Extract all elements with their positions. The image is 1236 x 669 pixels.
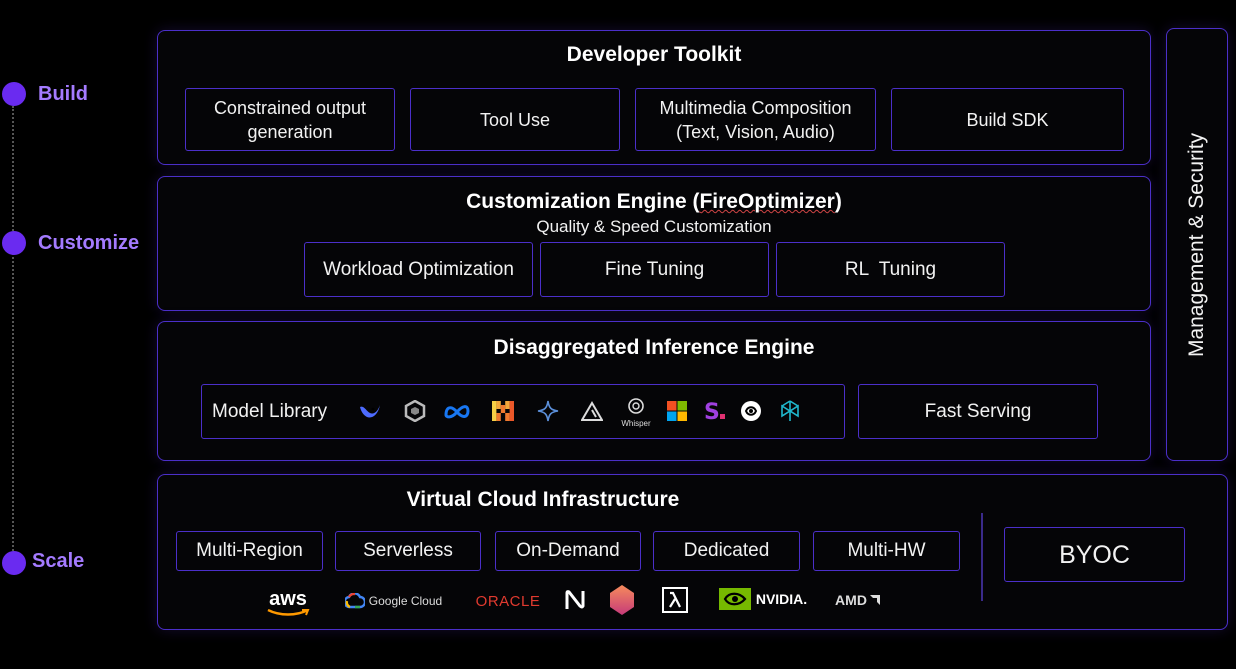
customization-title-suffix: ) [834,190,842,213]
fine-tuning-box: Fine Tuning [540,242,769,297]
svg-text:S: S [704,400,720,422]
fast-serving-box: Fast Serving [858,384,1098,439]
scale-stage-dot [2,551,26,575]
qwen-icon [402,398,428,424]
virtual-cloud-title: Virtual Cloud Infrastructure [406,488,680,511]
perplexity-icon [777,398,803,424]
virtual-cloud-panel: Virtual Cloud Infrastructure Multi-Regio… [157,474,1228,630]
triangle-model-icon [579,398,605,424]
workload-optimization-box: Workload Optimization [304,242,533,297]
n-brand-logo-icon [561,587,589,613]
microsoft-icon [664,398,690,424]
byoc-divider [981,513,983,601]
developer-toolkit-title: Developer Toolkit [566,43,742,66]
customization-engine-subtitle: Quality & Speed Customization [536,217,772,236]
mistral-icon [490,398,516,424]
aws-logo-icon: aws [258,585,318,621]
nomic-icon [738,398,764,424]
model-library-box: Model Library Whisper S [201,384,845,439]
build-stage-label: Build [38,83,88,105]
dedicated-box: Dedicated [653,531,800,571]
whisper-label: Whisper [621,419,651,428]
customization-engine-title: Customization Engine (FireOptimizer) [158,190,1150,214]
aws-logo-text: aws [269,588,307,610]
multimedia-composition-box: Multimedia Composition (Text, Vision, Au… [635,88,876,151]
customize-stage-dot [2,231,26,255]
customization-title-prefix: Customization Engine ( [466,190,700,213]
build-stage-dot [2,82,26,106]
tool-use-box: Tool Use [410,88,620,151]
inference-engine-title: Disaggregated Inference Engine [493,336,815,359]
scale-stage-label: Scale [32,550,85,572]
gemma-icon [535,398,561,424]
customization-engine-panel: Customization Engine (FireOptimizer) Qua… [157,176,1151,311]
on-demand-box: On-Demand [495,531,641,571]
inference-engine-panel: Disaggregated Inference Engine Model Lib… [157,321,1151,461]
amd-logo-icon: AMD [830,587,886,613]
customize-stage-label: Customize [38,232,140,254]
nvidia-logo-text: NVIDIA. [755,591,808,607]
constrained-output-box: Constrained output generation [185,88,395,151]
oracle-logo-icon: ORACLE [468,589,548,613]
deepseek-icon [357,398,383,424]
management-security-label: Management & Security [1185,132,1208,357]
fireoptimizer-name: FireOptimizer [699,190,835,213]
amd-logo-text: AMD [835,592,867,608]
google-cloud-logo-icon: Google Cloud [341,588,446,614]
s-model-icon: S [702,398,728,424]
rl-tuning-box: RL Tuning [776,242,1005,297]
multi-region-box: Multi-Region [176,531,323,571]
nvidia-logo-icon: NVIDIA. [713,585,813,613]
developer-toolkit-panel: Developer Toolkit Constrained output gen… [157,30,1151,165]
stage-timeline-line [12,106,14,554]
build-sdk-box: Build SDK [891,88,1124,151]
flame-logo-icon [606,583,638,617]
model-library-label: Model Library [212,401,328,422]
google-cloud-logo-text: Google Cloud [368,594,443,608]
multi-hw-box: Multi-HW [813,531,960,571]
whisper-icon [621,396,651,416]
meta-icon [442,398,472,424]
lambda-logo-icon [661,586,689,614]
serverless-box: Serverless [335,531,481,571]
byoc-box: BYOC [1004,527,1185,582]
oracle-logo-text: ORACLE [475,592,541,610]
management-security-panel: Management & Security [1166,28,1228,461]
